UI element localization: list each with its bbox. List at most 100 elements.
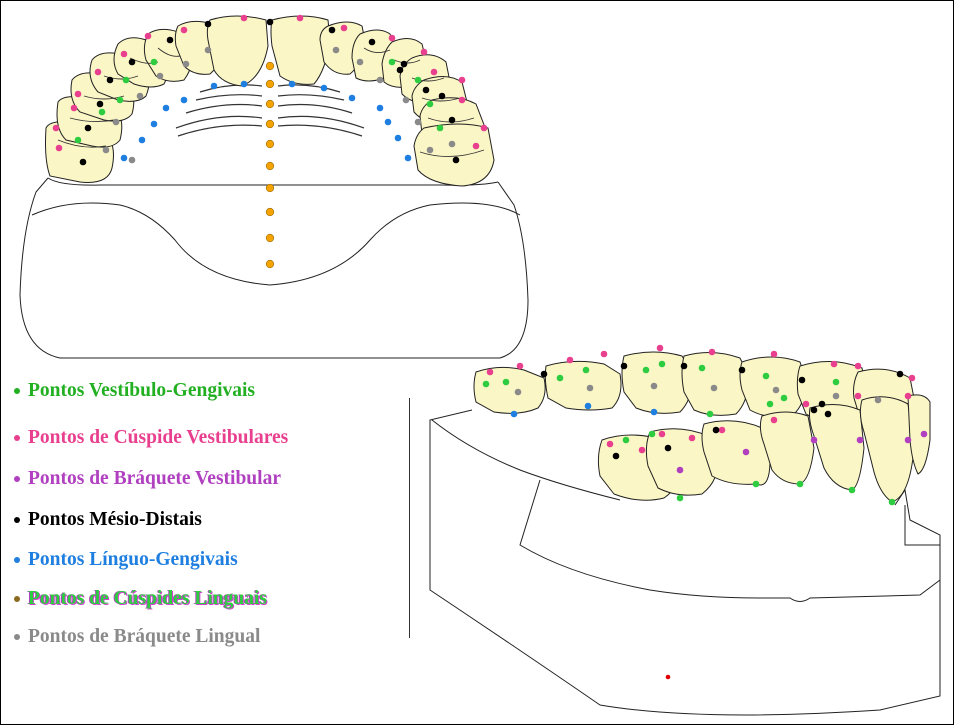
landmark-point	[905, 437, 912, 444]
landmark-point	[163, 105, 170, 112]
landmark-point	[849, 487, 856, 494]
landmark-point	[665, 445, 672, 452]
landmark-point	[459, 97, 466, 104]
landmark-point	[831, 361, 838, 368]
landmark-point	[583, 367, 590, 374]
landmark-point	[181, 97, 188, 104]
landmark-point	[449, 117, 456, 124]
legend-item-braquete-lingual: Pontos de Bráquete Lingual	[14, 626, 260, 648]
midline-point	[266, 62, 274, 70]
landmark-point	[659, 361, 666, 368]
landmark-point	[97, 101, 104, 108]
landmark-point	[621, 363, 628, 370]
landmark-point	[103, 147, 110, 154]
landmark-point	[743, 449, 750, 456]
landmark-point	[517, 363, 524, 370]
landmark-point	[415, 77, 422, 84]
landmark-point	[689, 435, 696, 442]
landmark-point	[369, 39, 376, 46]
upper-model-base	[20, 178, 528, 358]
landmark-point	[473, 143, 480, 150]
landmark-point	[753, 481, 760, 488]
landmark-point	[771, 351, 778, 358]
landmark-point	[401, 61, 408, 68]
landmark-point	[481, 125, 488, 132]
landmark-point	[833, 379, 840, 386]
legend-dot	[14, 388, 20, 394]
landmark-point	[241, 15, 248, 22]
landmark-point	[117, 97, 124, 104]
landmark-point	[357, 59, 364, 66]
legend-item-mesio-distal: Pontos Mésio-Distais	[14, 509, 202, 531]
landmark-point	[137, 93, 144, 100]
landmark-point	[151, 59, 158, 66]
landmark-point	[439, 93, 446, 100]
landmark-point	[781, 395, 788, 402]
landmark-point	[811, 437, 818, 444]
landmark-point	[541, 371, 548, 378]
landmark-point	[377, 77, 384, 84]
landmark-point	[107, 77, 114, 84]
midline-point	[266, 184, 274, 192]
midline-point	[266, 208, 274, 216]
landmark-point	[121, 51, 128, 58]
legend-label: Pontos Línguo-Gengivais	[28, 549, 238, 571]
landmark-point	[56, 145, 63, 152]
tooth	[474, 367, 545, 413]
landmark-point	[613, 453, 620, 460]
midline-point	[266, 140, 274, 148]
landmark-point	[857, 437, 864, 444]
landmark-point	[75, 91, 82, 98]
landmark-point	[585, 403, 592, 410]
legend-item-cuspide-vestibular: Pontos de Cúspide Vestibulares	[14, 427, 288, 449]
landmark-point	[825, 411, 832, 418]
landmark-point	[855, 393, 862, 400]
midline-point	[266, 120, 274, 128]
landmark-point	[349, 95, 356, 102]
midline-points	[266, 62, 274, 268]
midline-point	[266, 260, 274, 268]
landmark-point	[449, 141, 456, 148]
landmark-point	[855, 363, 862, 370]
landmark-point	[799, 377, 806, 384]
tooth	[207, 16, 268, 86]
legend-dot	[14, 557, 20, 563]
landmark-point	[921, 431, 928, 438]
landmark-point	[85, 125, 92, 132]
midline-point	[266, 162, 274, 170]
landmark-point	[889, 499, 896, 506]
upper-arch-occlusal-view	[20, 15, 528, 358]
landmark-point	[385, 119, 392, 126]
tooth	[682, 352, 748, 415]
landmark-point	[811, 407, 818, 414]
landmark-point	[639, 447, 646, 454]
landmark-point	[71, 105, 78, 112]
landmark-point	[557, 375, 564, 382]
landmark-point	[707, 411, 714, 418]
landmark-point	[181, 27, 188, 34]
landmark-point	[427, 101, 434, 108]
landmark-point	[651, 383, 658, 390]
legend-dot	[14, 634, 20, 640]
landmark-point	[607, 441, 614, 448]
landmark-point	[395, 135, 402, 142]
legend-label: Pontos de Bráquete Lingual	[28, 626, 260, 648]
separator-line	[409, 398, 410, 638]
landmark-point	[459, 77, 466, 84]
tooth	[702, 421, 770, 485]
landmark-point	[377, 105, 384, 112]
tooth	[740, 357, 806, 417]
landmark-point	[205, 21, 212, 28]
landmark-point	[113, 119, 120, 126]
lower-arch-perspective-view	[430, 345, 940, 715]
landmark-point	[643, 367, 650, 374]
legend-label: Pontos de Cúspide Vestibulares	[28, 427, 288, 449]
landmark-point	[897, 371, 904, 378]
legend-item-braquete-vestibular: Pontos de Bráquete Vestibular	[14, 468, 281, 490]
landmark-point	[601, 351, 608, 358]
landmark-point	[53, 125, 60, 132]
landmark-point	[763, 373, 770, 380]
landmark-point	[241, 81, 248, 88]
upper-blue-points	[121, 81, 412, 162]
landmark-point	[151, 121, 158, 128]
